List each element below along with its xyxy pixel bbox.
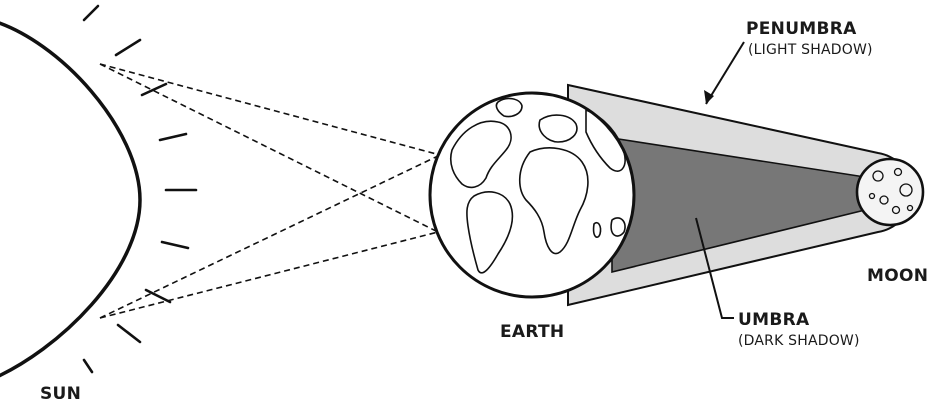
penumbra-subtitle: (LIGHT SHADOW) (748, 42, 873, 58)
penumbra-title: PENUMBRA (746, 19, 857, 39)
earth-label: EARTH (500, 322, 564, 342)
moon-icon (857, 159, 923, 225)
penumbra-pointer (704, 42, 744, 104)
sun-label: SUN (40, 384, 81, 404)
sun-icon (0, 6, 196, 380)
earth-globe-icon (430, 93, 634, 297)
umbra-subtitle: (DARK SHADOW) (738, 333, 860, 349)
moon-label: MOON (867, 266, 928, 286)
sunlight-rays (100, 64, 440, 318)
umbra-title: UMBRA (738, 310, 809, 330)
